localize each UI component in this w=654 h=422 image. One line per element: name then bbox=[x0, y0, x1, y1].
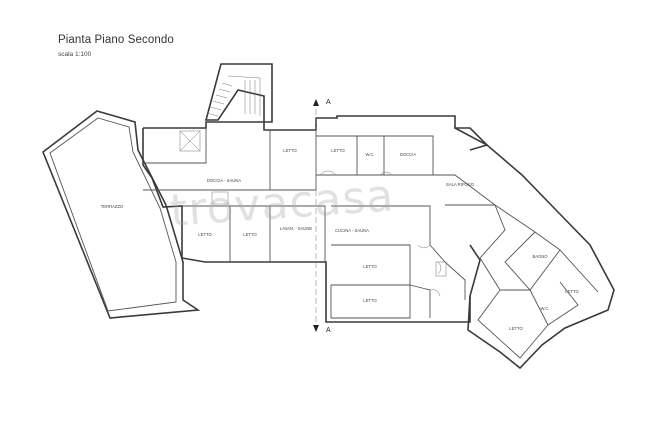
main-building bbox=[142, 115, 489, 323]
room-label: LETTO bbox=[363, 264, 377, 269]
room-label: LETTO bbox=[565, 289, 579, 294]
room-label-terrace: TERRAZZO bbox=[101, 204, 124, 209]
room-label: LETTO bbox=[243, 232, 257, 237]
room-label: LETTO bbox=[363, 298, 377, 303]
scale-label: scala 1:100 bbox=[58, 51, 92, 58]
room-label: DOCCIA - SAUNA bbox=[207, 178, 241, 183]
section-line: A A bbox=[313, 99, 331, 334]
room-label: DOCCIA bbox=[400, 152, 416, 157]
room-label: LETTO bbox=[198, 232, 212, 237]
section-mark-top: A bbox=[326, 99, 331, 106]
room-label: CUCINA - SAUNA bbox=[335, 228, 369, 233]
room-label: BAGNO bbox=[532, 254, 548, 259]
right-wing bbox=[433, 127, 615, 370]
room-labels: LETTO LETTO W.C. DOCCIA SALA RIPOSO DOCC… bbox=[198, 148, 579, 331]
section-mark-bottom: A bbox=[326, 327, 331, 334]
stair-tower bbox=[204, 63, 273, 123]
room-label: SALA RIPOSO bbox=[446, 182, 475, 187]
room-label: LETTO bbox=[509, 326, 523, 331]
room-label: LAVAN. - SAUNE bbox=[280, 226, 313, 231]
room-label: W.C. bbox=[365, 152, 374, 157]
page-title: Pianta Piano Secondo bbox=[58, 34, 174, 46]
room-label: LETTO bbox=[331, 148, 345, 153]
terrace-area: TERRAZZO bbox=[42, 110, 201, 319]
fixtures bbox=[179, 130, 447, 297]
room-label: LETTO bbox=[283, 148, 297, 153]
room-label: W.C. bbox=[540, 306, 549, 311]
